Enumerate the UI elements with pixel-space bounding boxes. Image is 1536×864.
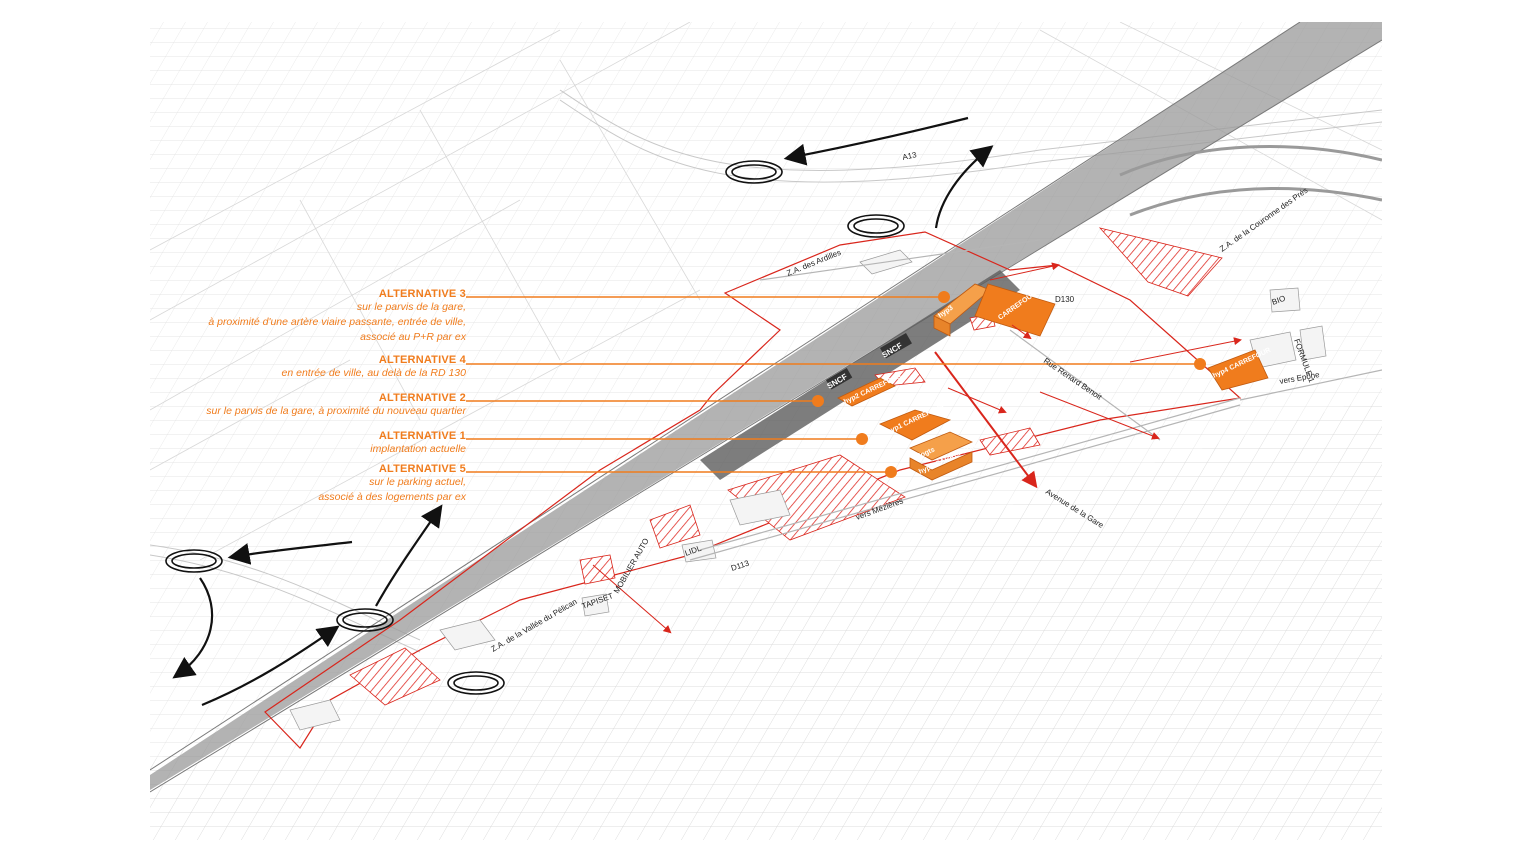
alternative-5-line-1: sur le parking actuel,: [369, 476, 466, 488]
alternative-3-line-3: associé au P+R par ex: [360, 331, 466, 343]
alternative-4-line-1: en entrée de ville, au delà de la RD 130: [281, 367, 466, 379]
label-a13: A13: [902, 150, 918, 162]
alternative-5: ALTERNATIVE 5 sur le parking actuel, ass…: [318, 463, 466, 505]
alternative-2-title: ALTERNATIVE 2: [378, 392, 466, 404]
alternative-3-line-1: sur le parvis de la gare,: [356, 301, 466, 313]
local-roads: [689, 239, 1382, 561]
leader-dots: [812, 291, 1206, 478]
alternative-5-title: ALTERNATIVE 5: [378, 463, 466, 475]
alternative-1: ALTERNATIVE 1 implantation actuelle: [370, 430, 466, 457]
alternative-3-title: ALTERNATIVE 3: [378, 288, 466, 300]
buildings: [289, 249, 1327, 731]
alternative-1-line-1: implantation actuelle: [370, 443, 466, 455]
leader-lines: [466, 296, 1200, 473]
alternative-1-title: ALTERNATIVE 1: [378, 430, 466, 442]
sncf-marker-1: [880, 333, 912, 359]
red-flow-arrows: [592, 262, 1242, 634]
axonometric-map: CARREFOUR hyp3 hyp2 CARREFOUR hyp1 CARRE…: [150, 22, 1382, 840]
alternative-4: ALTERNATIVE 4 en entrée de ville, au del…: [282, 354, 466, 381]
label-d130: D130: [1055, 295, 1075, 304]
carrefour-buildings: [837, 283, 1269, 481]
rail-branch: [1119, 145, 1382, 217]
map-panel: CARREFOUR hyp3 hyp2 CARREFOUR hyp1 CARRE…: [150, 22, 1382, 840]
alternative-4-title: ALTERNATIVE 4: [378, 354, 466, 366]
alternative-3-line-2: à proximité d'une artère viaire passante…: [208, 316, 466, 328]
alternative-3: ALTERNATIVE 3 sur le parvis de la gare, …: [208, 288, 466, 345]
label-bio: BIO: [1271, 294, 1287, 307]
alternative-2: ALTERNATIVE 2 sur le parvis de la gare, …: [206, 392, 466, 419]
sncf-marker-2: [826, 368, 853, 390]
roundabouts: [165, 160, 905, 695]
alternative-2-line-1: sur le parvis de la gare, à proximité du…: [206, 405, 466, 417]
black-traffic-arrows: [172, 116, 994, 707]
alternative-5-line-2: associé à des logements par ex: [318, 491, 466, 503]
